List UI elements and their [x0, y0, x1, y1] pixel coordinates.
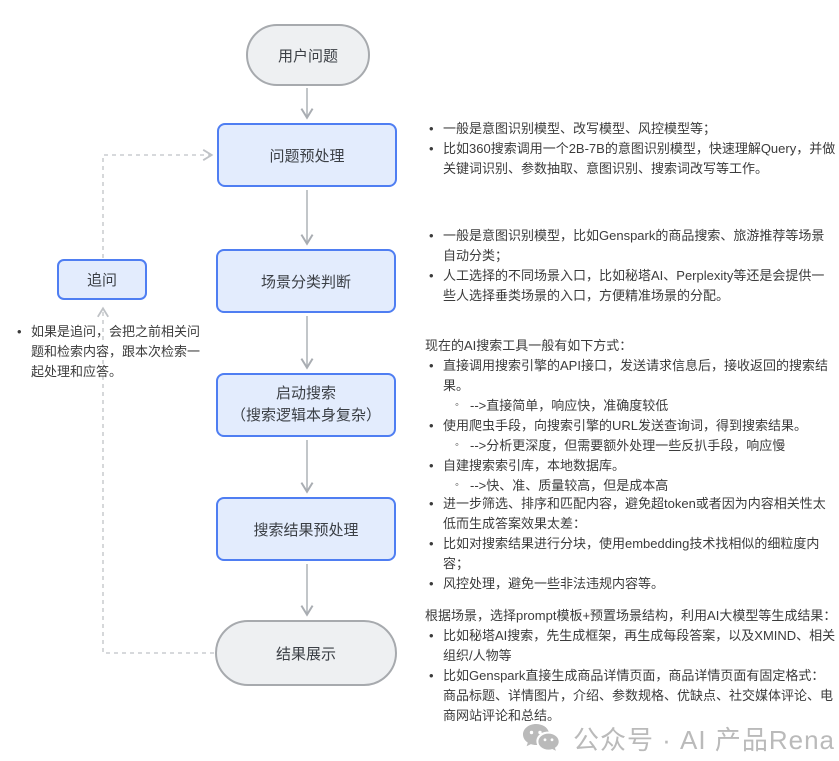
node-scene-classification: 场景分类判断 [216, 249, 396, 313]
annotation-item: 使用爬虫手段，向搜索引擎的URL发送查询词，得到搜索结果。 [425, 416, 837, 436]
node-question-preprocess: 问题预处理 [217, 123, 397, 187]
annotation-intro: 根据场景，选择prompt模板+预置场景结构，利用AI大模型等生成结果： [425, 608, 837, 623]
annotation-scene-classification: 一般是意图识别模型，比如Genspark的商品搜索、旅游推荐等场景自动分类； 人… [425, 226, 837, 306]
annotation-start-search: 现在的AI搜索工具一般有如下方式： 直接调用搜索引擎的API接口，发送请求信息后… [425, 336, 837, 496]
node-search-result-preprocess-label: 搜索结果预处理 [253, 521, 359, 539]
node-question-preprocess-label: 问题预处理 [269, 147, 345, 165]
annotation-search-result-preprocess: 进一步筛选、排序和匹配内容，避免超token或者因为内容相关性太低而生成答案效果… [425, 494, 837, 594]
node-follow-up: 追问 [57, 259, 147, 300]
node-start-search-label: 启动搜索 [275, 385, 336, 403]
annotation-result-display: 根据场景，选择prompt模板+预置场景结构，利用AI大模型等生成结果： 比如秘… [425, 606, 837, 726]
annotation-item: 比如对搜索结果进行分块，使用embedding技术找相似的细粒度内容； [425, 534, 837, 574]
annotation-item: 直接调用搜索引擎的API接口，发送请求信息后，接收返回的搜索结果。 [425, 356, 837, 396]
node-search-result-preprocess: 搜索结果预处理 [216, 497, 396, 561]
node-scene-classification-label: 场景分类判断 [260, 273, 351, 291]
node-result-display: 结果展示 [215, 620, 397, 686]
follow-up-note: 如果是追问，会把之前相关问题和检索内容，跟本次检索一起处理和应答。 [14, 322, 212, 382]
annotation-item: 一般是意图识别模型，比如Genspark的商品搜索、旅游推荐等场景自动分类； [425, 226, 837, 266]
watermark-text: 公众号 · AI 产品Rena [572, 725, 835, 755]
annotation-item: 风控处理，避免一些非法违规内容等。 [425, 574, 837, 594]
annotation-item: 自建搜索索引库，本地数据库。 [425, 456, 837, 476]
annotation-item: 进一步筛选、排序和匹配内容，避免超token或者因为内容相关性太低而生成答案效果… [425, 494, 837, 534]
annotation-subitem: -->直接简单，响应快，准确度较低 [425, 395, 837, 416]
annotation-item: 人工选择的不同场景入口，比如秘塔AI、Perplexity等还是会提供一些人选择… [425, 266, 837, 306]
wechat-icon [522, 722, 564, 756]
node-result-display-label: 结果展示 [275, 645, 336, 663]
dashed-followup-to-preprocess [102, 149, 214, 258]
node-start-search: 启动搜索 （搜索逻辑本身复杂） [216, 373, 396, 437]
annotation-intro: 现在的AI搜索工具一般有如下方式： [425, 338, 633, 353]
annotation-subitem: -->分析更深度，但需要额外处理一些反扒手段，响应慢 [425, 435, 837, 456]
follow-up-note-text: 如果是追问，会把之前相关问题和检索内容，跟本次检索一起处理和应答。 [14, 322, 212, 382]
node-start-search-sublabel: （搜索逻辑本身复杂） [230, 407, 381, 424]
annotation-item: 比如360搜索调用一个2B-7B的意图识别模型，快速理解Query，并做关键词识… [425, 139, 837, 179]
annotation-question-preprocess: 一般是意图识别模型、改写模型、风控模型等； 比如360搜索调用一个2B-7B的意… [425, 119, 837, 179]
annotation-item: 比如秘塔AI搜索，先生成框架，再生成每段答案，以及XMIND、相关组织/人物等 [425, 626, 837, 666]
annotation-item: 比如Genspark直接生成商品详情页面，商品详情页面有固定格式：商品标题、详情… [425, 666, 837, 726]
annotation-subitem: -->快、准、质量较高，但是成本高 [425, 475, 837, 496]
node-user-question-label: 用户问题 [277, 47, 338, 65]
annotation-item: 一般是意图识别模型、改写模型、风控模型等； [425, 119, 837, 139]
node-user-question: 用户问题 [246, 24, 370, 86]
watermark: 公众号 · AI 产品Rena [522, 720, 835, 757]
node-follow-up-label: 追问 [86, 272, 117, 289]
